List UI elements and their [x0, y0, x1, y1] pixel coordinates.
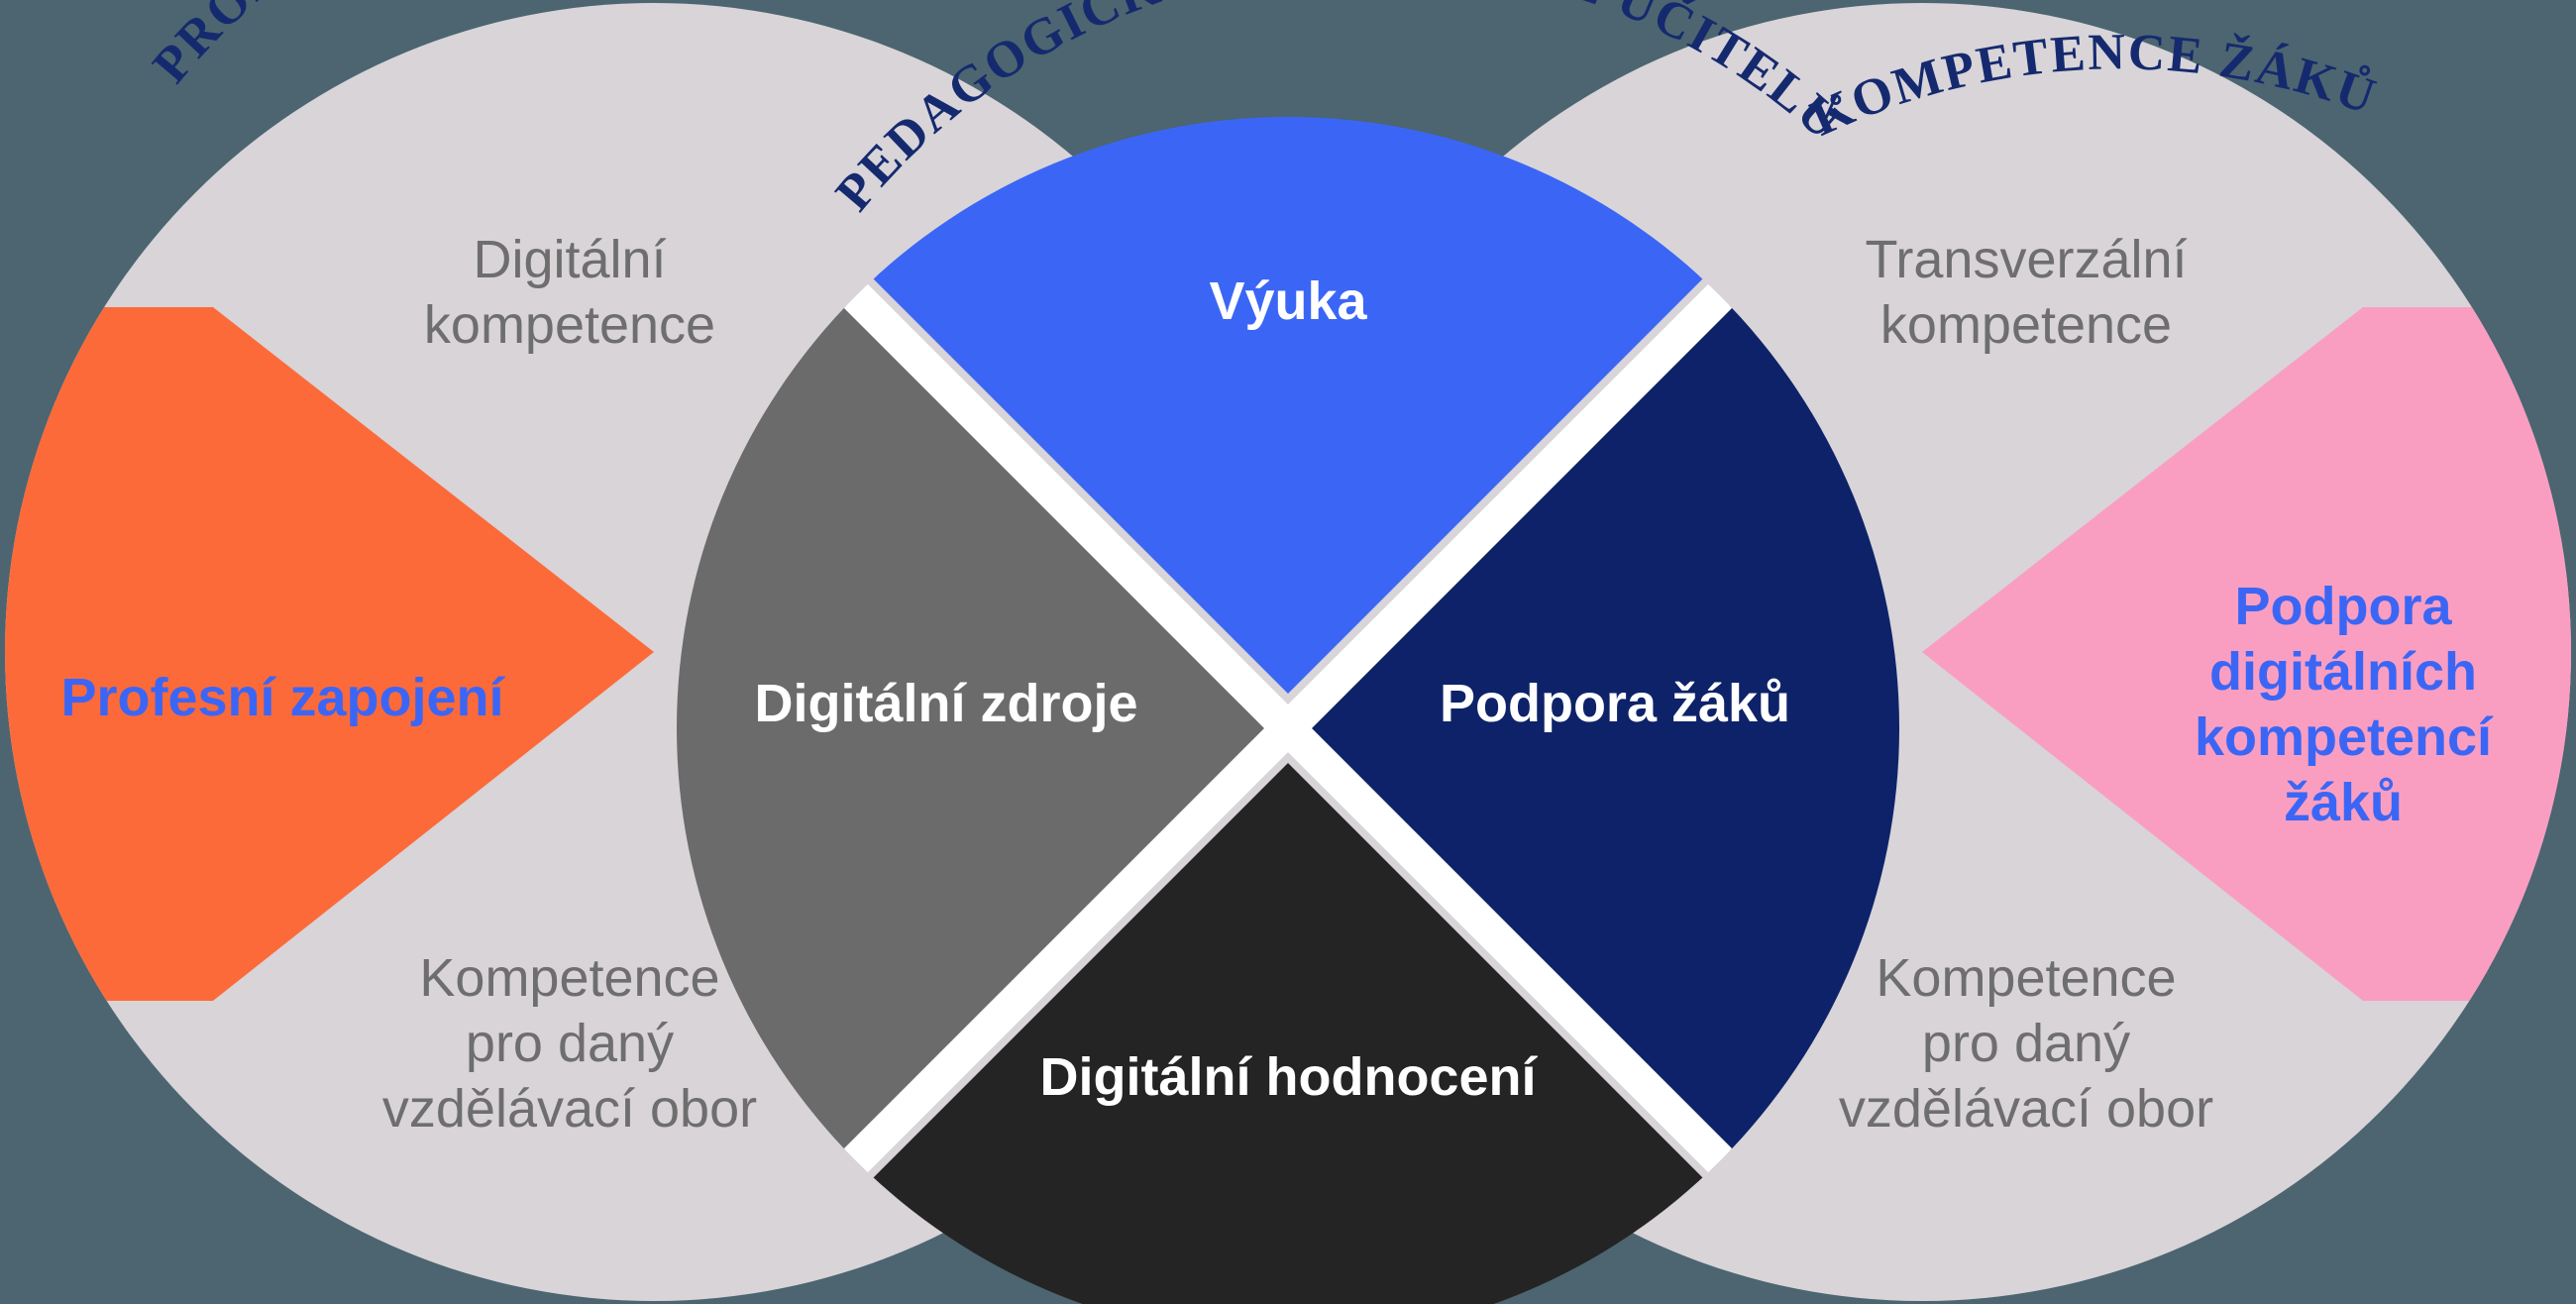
left-circle-bottom-label: Kompetence pro daný vzdělávací obor [381, 948, 758, 1139]
quadrant-label-vyuka: Výuka [1209, 272, 1367, 331]
right-circle-top-label: Transverzální kompetence [1865, 230, 2188, 355]
wedge-label-profesni-zapojeni: Profesní zapojení [60, 668, 504, 727]
left-circle-top-label: Digitální kompetence [423, 230, 716, 355]
quadrant-label-podpora-zaku: Podpora žáků [1439, 674, 1791, 733]
wedge-profesni-zapojeni [5, 307, 654, 1001]
quadrant-label-digitalni-hodnoceni: Digitální hodnocení [1039, 1047, 1537, 1107]
right-circle-bottom-label: Kompetence pro daný vzdělávací obor [1838, 948, 2214, 1139]
quadrant-label-digitalni-zdroje: Digitální zdroje [754, 674, 1138, 733]
wedge-label-podpora-digitalnich-kompetenci: Podpora digitálních kompetencí žáků [2194, 577, 2493, 832]
wedge-podpora-digitalnich-kompetenci [1922, 307, 2571, 1001]
